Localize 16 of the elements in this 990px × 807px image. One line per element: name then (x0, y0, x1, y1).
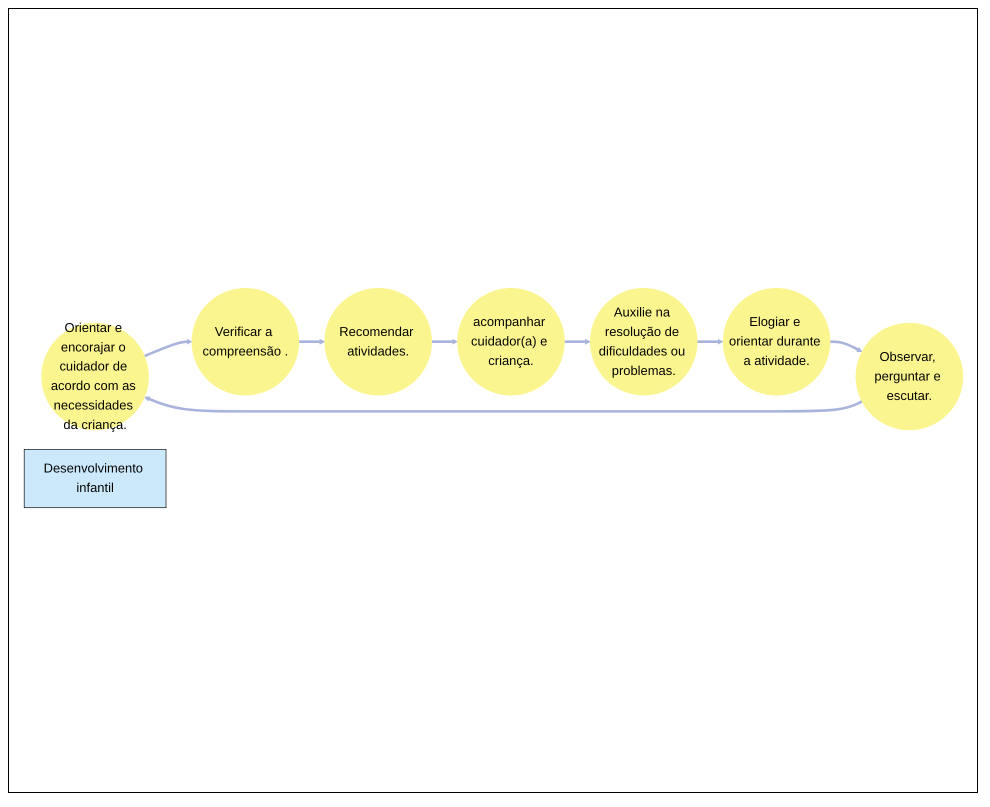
node-circle (191, 288, 299, 396)
arrow (431, 338, 458, 345)
arrow (298, 338, 324, 345)
node-circle (40, 322, 148, 430)
arrow (144, 396, 862, 413)
node-circle (590, 288, 698, 396)
arrow (564, 338, 590, 345)
diagram-frame: Orientar e encorajar o cuidador de acordo com as necessidades da criança. Verificar a compreensão . Recomendar atividades. acompanhar cuidador(a) e criança. Auxilie na resolução de dificuldades ou problemas. Elogiar e orientar durante a atividade. Observar, perguntar e escutar. Desenvolvimento infantil (8, 8, 978, 793)
arrow (830, 340, 862, 352)
node-circle (722, 288, 830, 396)
node-circle (855, 322, 963, 430)
node-circle (324, 288, 432, 396)
arrow (143, 338, 192, 358)
node-circle (456, 288, 564, 396)
arrow (696, 338, 723, 345)
node-box (23, 449, 166, 508)
